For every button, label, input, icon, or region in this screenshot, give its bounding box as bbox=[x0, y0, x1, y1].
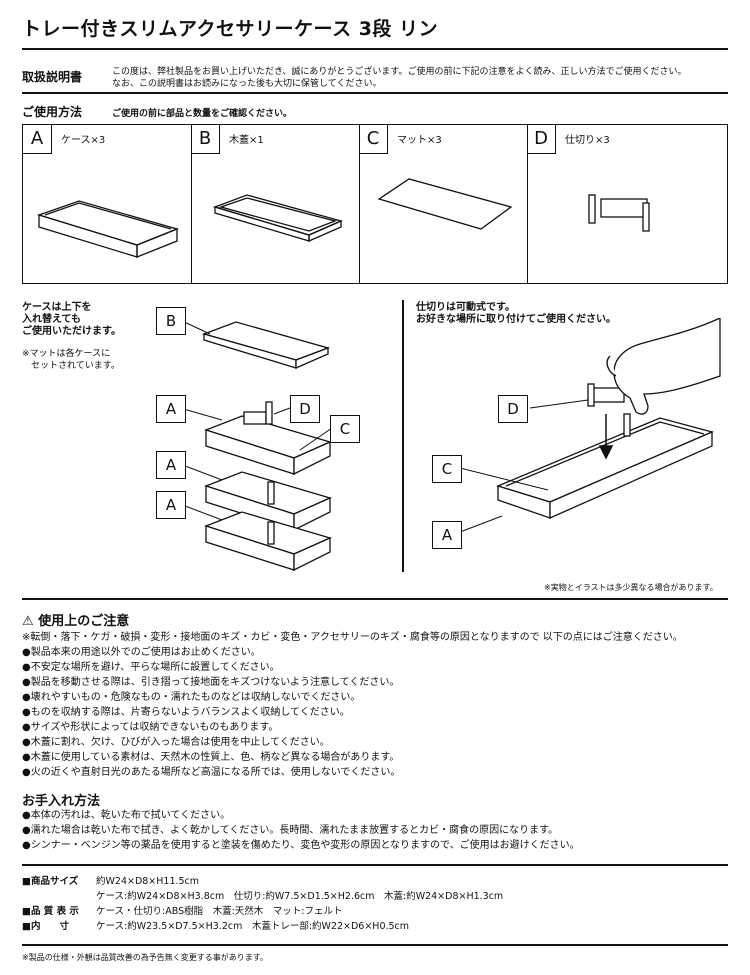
title-rule bbox=[22, 48, 728, 50]
intro-line-1: この度は、弊社製品をお買い上げいただき、誠にありがとうございます。ご使用の前に下… bbox=[112, 67, 687, 77]
section-rule bbox=[22, 92, 728, 94]
spec-value: ケース:約W24×D8×H3.8cm 仕切り:約W7.5×D1.5×H2.6cm… bbox=[96, 891, 504, 902]
label-a: A bbox=[432, 521, 462, 549]
divider-illustration bbox=[588, 194, 650, 232]
caution-item: ●製品本来の用途以外でのご使用はお止めください。 bbox=[22, 647, 261, 658]
left-note-line: 入れ替えても bbox=[22, 314, 81, 325]
usage-subtitle: ご使用の前に部品と数量をご確認ください。 bbox=[112, 109, 293, 119]
part-name: マット×3 bbox=[397, 135, 442, 146]
left-note-small: ※マットは各ケースに セットされています。 bbox=[22, 348, 120, 372]
footer-note: ※製品の仕様・外観は品質改善の為予告無く変更する事があります。 bbox=[22, 953, 268, 962]
label-d: D bbox=[498, 395, 528, 423]
spec-label: ■内 寸 bbox=[22, 921, 69, 932]
usage-heading: ご使用方法 bbox=[22, 105, 83, 119]
label-c: C bbox=[432, 455, 462, 483]
part-a: A ケース×3 bbox=[23, 125, 192, 283]
part-name: 木蓋×1 bbox=[229, 135, 264, 146]
left-note-line: ご使用いただけます。 bbox=[22, 326, 121, 337]
caution-item: ●木蓋に使用している素材は、天然木の性質上、色、柄など異なる場合があります。 bbox=[22, 752, 400, 763]
caution-item: ●不安定な場所を避け、平らな場所に設置してください。 bbox=[22, 662, 280, 673]
spec-value: ケース:約W23.5×D7.5×H3.2cm 木蓋トレー部:約W22×D6×H0… bbox=[96, 921, 410, 932]
left-note-small-line: セットされています。 bbox=[22, 361, 120, 371]
manual-label: 取扱説明書 bbox=[22, 70, 83, 84]
caution-item: ●サイズや形状によっては収納できないものもあります。 bbox=[22, 722, 279, 733]
label-a: A bbox=[156, 451, 186, 479]
caution-item: ●ものを収納する際は、片寄らないようバランスよく収納してください。 bbox=[22, 707, 350, 718]
warning-icon: ⚠ bbox=[22, 614, 34, 629]
caution-list: ※転倒・落下・ケガ・破損・変形・接地面のキズ・カビ・変色・アクセサリーのキズ・腐… bbox=[22, 630, 728, 780]
part-letter: A bbox=[23, 125, 52, 154]
right-note-bold: 仕切りは可動式です。 お好きな場所に取り付けてご使用ください。 bbox=[416, 302, 616, 326]
spec-row: ■内 寸 ケース:約W23.5×D7.5×H3.2cm 木蓋トレー部:約W22×D… bbox=[22, 919, 728, 934]
mat-illustration bbox=[377, 178, 513, 230]
divider-insert-diagram bbox=[459, 318, 721, 533]
caution-heading-text: 使用上のご注意 bbox=[38, 614, 130, 629]
intro-line-2: なお、この説明書はお読みになった後も大切に保管してください。 bbox=[112, 79, 382, 89]
care-heading: お手入れ方法 bbox=[22, 794, 101, 809]
part-c: C マット×3 bbox=[359, 125, 528, 283]
left-note-line: ケースは上下を bbox=[22, 302, 92, 313]
spec-value: 約W24×D8×H11.5cm bbox=[96, 876, 200, 887]
label-c: C bbox=[330, 415, 360, 443]
left-note-bold: ケースは上下を 入れ替えても ご使用いただけます。 bbox=[22, 302, 121, 338]
part-name: 仕切り×3 bbox=[565, 135, 610, 146]
care-list: ●本体の汚れは、乾いた布で拭いてください。 ●濡れた場合は乾いた布で拭き、よく乾… bbox=[22, 808, 728, 853]
spec-value: ケース・仕切り:ABS樹脂 木蓋:天然木 マット:フェルト bbox=[96, 906, 343, 917]
part-letter: C bbox=[359, 125, 388, 154]
spec-row: ■品 質 表 示 ケース・仕切り:ABS樹脂 木蓋:天然木 マット:フェルト bbox=[22, 904, 728, 919]
part-letter: B bbox=[191, 125, 220, 154]
caution-item: ●製品を移動させる際は、引き摺って接地面をキズつけないよう注意してください。 bbox=[22, 677, 400, 688]
spec-label: ■商品サイズ bbox=[22, 876, 79, 887]
section-rule bbox=[22, 598, 728, 600]
care-item: ●シンナー・ベンジン等の薬品を使用すると塗装を傷めたり、変色や変形の原因となりま… bbox=[22, 840, 580, 851]
label-a: A bbox=[156, 395, 186, 423]
caution-intro: ※転倒・落下・ケガ・破損・変形・接地面のキズ・カビ・変色・アクセサリーのキズ・腐… bbox=[22, 632, 683, 643]
care-item: ●濡れた場合は乾いた布で拭き、よく乾かしてください。長時間、濡れたまま放置すると… bbox=[22, 825, 559, 836]
spec-row: ケース:約W24×D8×H3.8cm 仕切り:約W7.5×D1.5×H2.6cm… bbox=[22, 889, 728, 904]
label-b: B bbox=[156, 307, 186, 335]
left-note-small-line: ※マットは各ケースに bbox=[22, 349, 111, 359]
illustration-note: ※実物とイラストは多少異なる場合があります。 bbox=[544, 583, 718, 592]
case-illustration bbox=[36, 200, 180, 258]
right-note-line: お好きな場所に取り付けてご使用ください。 bbox=[416, 314, 616, 325]
spec-label: ■品 質 表 示 bbox=[22, 906, 79, 917]
part-b: B 木蓋×1 bbox=[191, 125, 360, 283]
section-rule bbox=[22, 864, 728, 866]
care-item: ●本体の汚れは、乾いた布で拭いてください。 bbox=[22, 810, 231, 821]
lid-illustration bbox=[212, 194, 343, 242]
section-rule bbox=[22, 944, 728, 946]
spec-row: ■商品サイズ 約W24×D8×H11.5cm bbox=[22, 874, 728, 889]
part-d: D 仕切り×3 bbox=[527, 125, 727, 283]
part-letter: D bbox=[527, 125, 556, 154]
label-d: D bbox=[290, 395, 320, 423]
caution-item: ●火の近くや直射日光のあたる場所など高温になる所では、使用しないでください。 bbox=[22, 767, 401, 778]
document-title: トレー付きスリムアクセサリーケース 3段 リン bbox=[22, 18, 439, 40]
caution-item: ●木蓋に割れ、欠け、ひびが入った場合は使用を中止してください。 bbox=[22, 737, 330, 748]
caution-heading: ⚠ 使用上のご注意 bbox=[22, 610, 129, 629]
caution-item: ●壊れやすいもの・危険なもの・濡れたものなどは収納しないでください。 bbox=[22, 692, 361, 703]
spec-table: ■商品サイズ 約W24×D8×H11.5cm ケース:約W24×D8×H3.8cm… bbox=[22, 874, 728, 934]
part-name: ケース×3 bbox=[61, 135, 106, 146]
right-note-line: 仕切りは可動式です。 bbox=[416, 302, 515, 313]
stack-diagram bbox=[179, 319, 333, 572]
parts-table: A ケース×3 B 木蓋×1 C マット×3 bbox=[22, 124, 728, 284]
manual-intro: この度は、弊社製品をお買い上げいただき、誠にありがとうございます。ご使用の前に下… bbox=[112, 66, 728, 90]
column-divider bbox=[402, 300, 404, 572]
label-a: A bbox=[156, 491, 186, 519]
